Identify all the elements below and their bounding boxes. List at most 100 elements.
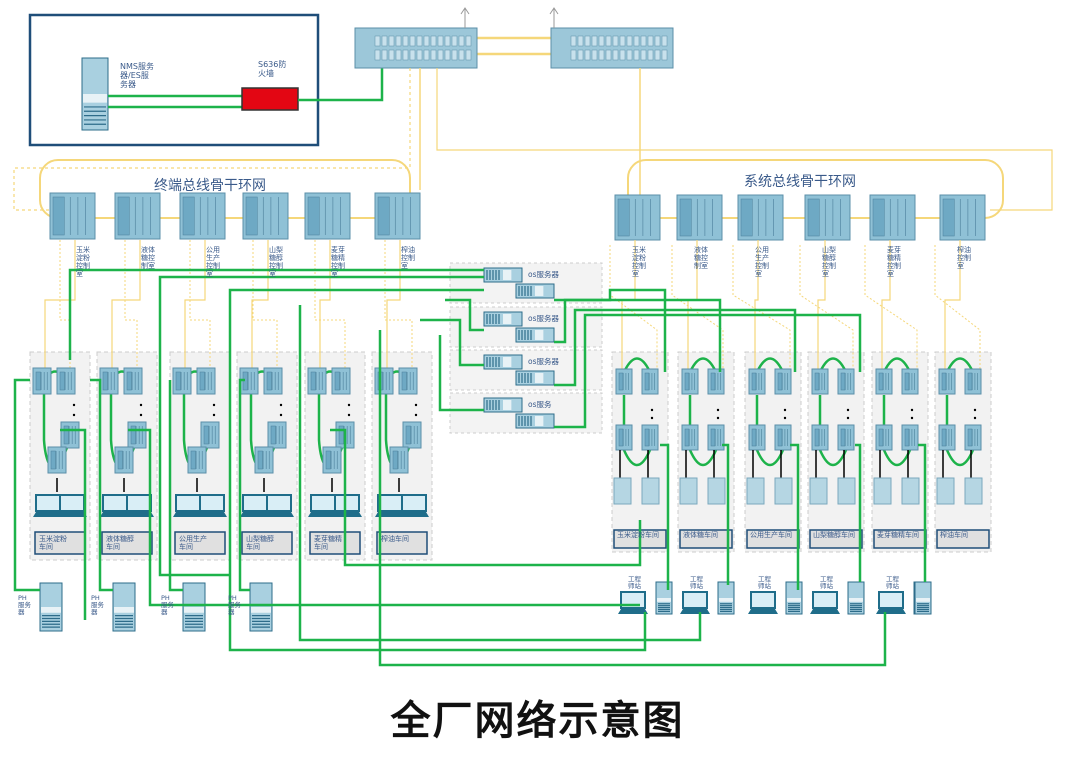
os-server-icon bbox=[483, 267, 523, 283]
core-port bbox=[444, 35, 451, 47]
laptop-base bbox=[748, 609, 778, 614]
field-switch-icon bbox=[322, 446, 342, 474]
switch-body bbox=[398, 367, 418, 395]
switch-module bbox=[684, 428, 690, 447]
ph-server-icon bbox=[182, 582, 206, 632]
field-ring-link bbox=[688, 357, 718, 373]
field-ring-link bbox=[945, 357, 975, 373]
switch-body bbox=[307, 367, 327, 395]
io-module-icon bbox=[936, 477, 955, 505]
laptop-base bbox=[810, 609, 840, 614]
system-uplink bbox=[732, 245, 791, 370]
terminal-ring-switch-icon bbox=[304, 192, 351, 240]
eng-link bbox=[330, 428, 642, 567]
rack-panel bbox=[535, 416, 544, 426]
ellipsis-dot bbox=[846, 408, 850, 412]
core-port bbox=[451, 49, 458, 61]
core-port bbox=[605, 49, 612, 61]
switch-module bbox=[50, 450, 56, 470]
switch-module bbox=[59, 371, 65, 391]
ellipsis-dot bbox=[910, 416, 914, 420]
hmi-laptop-icon bbox=[173, 494, 203, 517]
switch-module bbox=[814, 372, 820, 391]
eng-link bbox=[660, 443, 670, 590]
system-ring-switch-icon bbox=[614, 194, 661, 241]
server-panel bbox=[719, 598, 733, 602]
control-uplink bbox=[384, 240, 413, 368]
laptop-base bbox=[399, 512, 429, 517]
workshop-name-box bbox=[309, 531, 361, 555]
firewall-icon bbox=[241, 87, 299, 111]
field-switch-icon bbox=[707, 368, 725, 395]
field-switch-icon bbox=[99, 367, 119, 395]
field-switch-icon bbox=[389, 446, 409, 474]
field-switch-icon bbox=[901, 424, 919, 451]
core-port bbox=[381, 35, 388, 47]
server-panel bbox=[849, 598, 863, 602]
system-ring-switch-icon bbox=[939, 194, 986, 241]
switch-module bbox=[377, 196, 390, 236]
system-uplink bbox=[754, 240, 759, 370]
terminal-ring-switch-icon bbox=[114, 192, 161, 240]
io-module-icon bbox=[707, 477, 726, 505]
core-port bbox=[402, 35, 409, 47]
switch-module bbox=[266, 371, 272, 391]
server-panel bbox=[41, 607, 61, 613]
os-server-label: os服务器 bbox=[528, 313, 559, 323]
switch-body bbox=[56, 367, 76, 395]
engineering-station-icon bbox=[876, 591, 906, 614]
ellipsis-dot bbox=[279, 403, 283, 407]
field-switch-icon bbox=[641, 424, 659, 451]
switch-body bbox=[172, 367, 192, 395]
core-port bbox=[598, 49, 605, 61]
laptop-base bbox=[876, 609, 906, 614]
hmi-laptop-icon bbox=[124, 494, 154, 517]
workshop-name-box bbox=[936, 529, 990, 549]
ph-server-icon bbox=[249, 582, 273, 632]
switch-body bbox=[707, 424, 725, 451]
rack-panel bbox=[503, 400, 512, 410]
ellipsis-dot bbox=[347, 403, 351, 407]
server-panel bbox=[184, 607, 204, 613]
control-uplink bbox=[386, 240, 401, 368]
core-port bbox=[626, 35, 633, 47]
switch-module bbox=[63, 425, 69, 445]
switch-body bbox=[114, 446, 134, 474]
switch-body bbox=[322, 446, 342, 474]
laptop-screen bbox=[126, 494, 152, 512]
workshop-name-box bbox=[34, 531, 86, 555]
hmi-laptop-icon bbox=[240, 494, 270, 517]
network-diagram: 终端总线骨干环网系统总线骨干环网os服务器os服务器os服务器os服务 bbox=[13, 7, 1053, 667]
core-port bbox=[395, 49, 402, 61]
workshop-name-box bbox=[241, 531, 293, 555]
engineering-server-icon bbox=[914, 581, 932, 615]
hmi-laptop-icon bbox=[264, 494, 294, 517]
system-uplink bbox=[934, 245, 981, 370]
core-port bbox=[647, 35, 654, 47]
engineering-station-icon bbox=[748, 591, 778, 614]
eng-link bbox=[722, 443, 730, 585]
switch-module bbox=[334, 371, 340, 391]
core-switch-body bbox=[550, 27, 674, 69]
diagram-title: 全厂网络示意图 bbox=[390, 698, 685, 744]
switch-body bbox=[402, 421, 422, 449]
laptop-screen bbox=[35, 494, 61, 512]
field-switch-icon bbox=[196, 367, 216, 395]
laptop-screen bbox=[334, 494, 360, 512]
workshop-name-box bbox=[679, 529, 733, 549]
core-to-system-ring bbox=[436, 68, 1053, 211]
ellipsis-dot bbox=[973, 408, 977, 412]
core-port bbox=[409, 35, 416, 47]
laptop-base bbox=[197, 512, 227, 517]
field-switch-icon bbox=[114, 446, 134, 474]
os-link bbox=[554, 308, 797, 387]
switch-module bbox=[751, 428, 757, 447]
ellipsis-dot bbox=[650, 416, 654, 420]
switch-module bbox=[777, 372, 783, 391]
core-port bbox=[647, 49, 654, 61]
rack-panel bbox=[503, 314, 512, 324]
switch-module bbox=[270, 425, 276, 445]
ph-link bbox=[60, 428, 87, 620]
switch-module bbox=[967, 428, 973, 447]
switch-body bbox=[60, 421, 80, 449]
